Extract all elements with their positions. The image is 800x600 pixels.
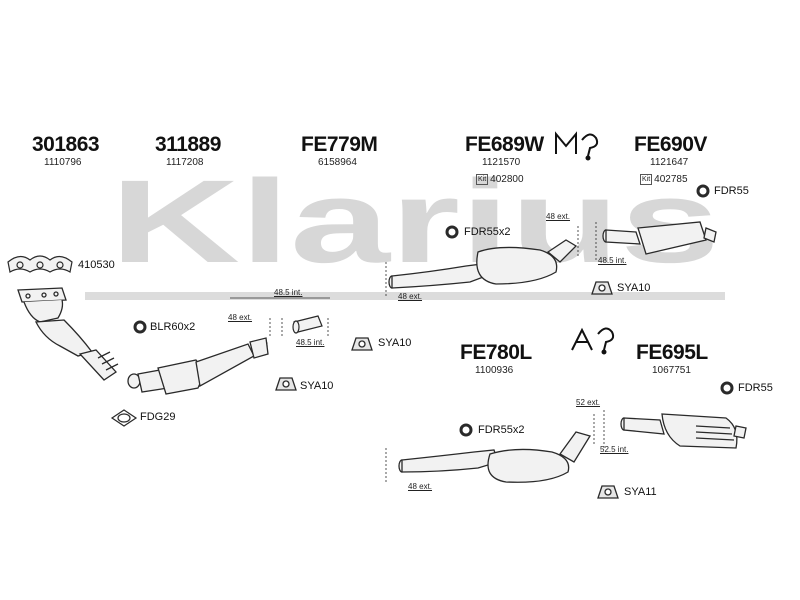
manual-transmission-icon [555,131,599,161]
measurement-m9: 48 ext. [408,482,433,491]
rear-silencer-auto-drawing [603,410,747,450]
measurement-m5: 48 ext. [546,212,571,221]
measurement-m4: 48 ext. [398,292,423,301]
pipe-section-drawing [230,297,330,338]
label-fdr55x2-a[interactable]: FDR55x2 [464,226,511,238]
label-fdg29[interactable]: FDG29 [140,411,176,423]
automatic-transmission-icon [571,327,615,355]
part-number-7[interactable]: FE695L [636,341,708,364]
measurement-m3: 48.5 int. [296,338,325,347]
mount-icons [275,281,619,499]
label-sya11[interactable]: SYA11 [624,486,657,498]
watermark-bar [85,292,725,300]
part-reference-5: 1121647 [650,157,689,168]
kit-box: Kit [640,174,653,185]
measurement-m1: 48.5 int. [274,288,303,297]
part-number-4[interactable]: FE689W [465,133,544,156]
clamp-icons [133,184,734,437]
part-number-2[interactable]: 311889 [155,133,221,156]
part-reference-1: 1110796 [44,157,82,168]
measurement-m8: 52.5 int. [600,445,629,454]
label-fdr55x2-b[interactable]: FDR55x2 [478,424,525,436]
part-reference-2: 1117208 [166,157,204,168]
kit-value: 402800 [490,174,524,185]
part-number-3[interactable]: FE779M [301,133,378,156]
part-reference-3: 6158964 [318,157,357,168]
label-sya10-c[interactable]: SYA10 [617,282,651,294]
label-fdr55-a[interactable]: FDR55 [714,185,749,197]
rear-silencer-drawing [595,221,717,262]
label-blr60x2[interactable]: BLR60x2 [150,321,196,333]
label-410530[interactable]: 410530 [78,259,115,271]
part-number-5[interactable]: FE690V [634,133,707,156]
kit-value: 402785 [654,174,688,185]
measurement-m6: 48.5 int. [598,256,627,265]
fdg29-gasket-icon [110,409,138,427]
label-sya10-a[interactable]: SYA10 [378,337,412,349]
label-sya10-b[interactable]: SYA10 [300,380,334,392]
middle-silencer-drawing [385,226,579,296]
catalytic-converter-drawing [127,337,269,395]
manifold-gasket-drawing [7,255,73,273]
part-reference-4: 1121570 [482,157,521,168]
watermark-text: Klarius [110,156,720,288]
middle-silencer-auto-drawing [385,414,595,484]
exhaust-manifold-drawing [17,287,119,381]
kit-box: Kit [476,174,489,185]
part-number-6[interactable]: FE780L [460,341,532,364]
measurement-m7: 52 ext. [576,398,601,407]
part-number-1[interactable]: 301863 [32,133,100,156]
part-reference-6: 1100936 [475,365,514,376]
label-fdr55-b[interactable]: FDR55 [738,382,773,394]
part-reference-7: 1067751 [652,365,691,376]
measurement-m2: 48 ext. [228,313,253,322]
